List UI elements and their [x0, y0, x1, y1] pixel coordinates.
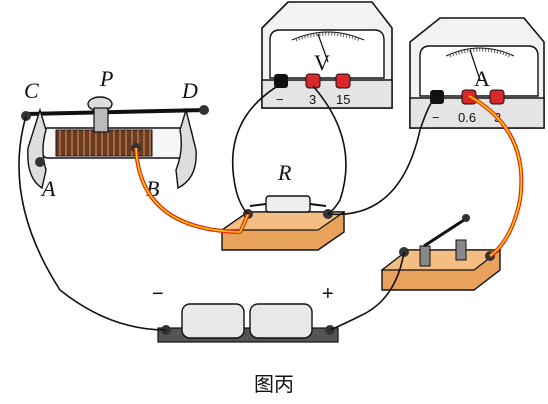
switch[interactable] [380, 214, 502, 291]
ammeter-minus-label: − [432, 110, 440, 125]
ammeter-symbol: A [474, 66, 490, 91]
switch-handle [462, 214, 470, 222]
wire-c-to-battery [18, 115, 167, 331]
rheostat-terminal-a[interactable] [35, 157, 45, 167]
rheostat-right-stand [175, 107, 197, 190]
rheostat-slider-p[interactable] [87, 96, 113, 133]
voltmeter: V − 3 15 [261, 1, 393, 109]
rheostat-top-rod [25, 108, 207, 116]
label-d: D [181, 78, 198, 103]
ammeter-dial [445, 47, 515, 81]
voltmeter-terminal-minus[interactable] [274, 74, 288, 88]
label-r: R [277, 160, 292, 185]
ammeter: A − 0.6 3 [409, 17, 545, 129]
resistor: R [220, 160, 346, 251]
figure-caption: 图丙 [254, 372, 294, 396]
wire-voltmeter-3 [312, 85, 347, 215]
ammeter-0-6-label: 0.6 [458, 110, 476, 125]
voltmeter-needle [317, 33, 329, 63]
battery: − + [152, 283, 339, 343]
wire-switch-to-battery [329, 251, 405, 331]
voltmeter-terminal-15[interactable] [335, 73, 351, 89]
voltmeter-dial [291, 31, 365, 63]
battery-cell-1 [181, 303, 245, 339]
switch-blade [423, 218, 465, 248]
battery-plus-sign: + [322, 283, 334, 305]
label-a: A [40, 176, 56, 201]
battery-minus-sign: − [152, 283, 164, 305]
voltmeter-terminal-3[interactable] [305, 73, 321, 89]
resistor-body [265, 195, 311, 213]
voltmeter-symbol: V [314, 50, 330, 75]
voltmeter-minus-label: − [276, 92, 284, 107]
label-p: P [99, 66, 113, 91]
rheostat-left-stand [27, 107, 47, 190]
voltmeter-3-label: 3 [309, 92, 316, 107]
voltmeter-15-label: 15 [336, 92, 350, 107]
wire-resistor-to-ammeter [327, 95, 438, 216]
battery-cell-2 [249, 303, 313, 339]
rheostat-terminal-d[interactable] [199, 105, 209, 115]
rheostat: C P D A B [21, 66, 209, 201]
ammeter-needle [469, 49, 481, 81]
wires [18, 83, 524, 331]
ammeter-terminal-3[interactable] [489, 89, 505, 105]
label-c: C [24, 78, 39, 103]
wire-voltmeter-minus [232, 83, 282, 215]
